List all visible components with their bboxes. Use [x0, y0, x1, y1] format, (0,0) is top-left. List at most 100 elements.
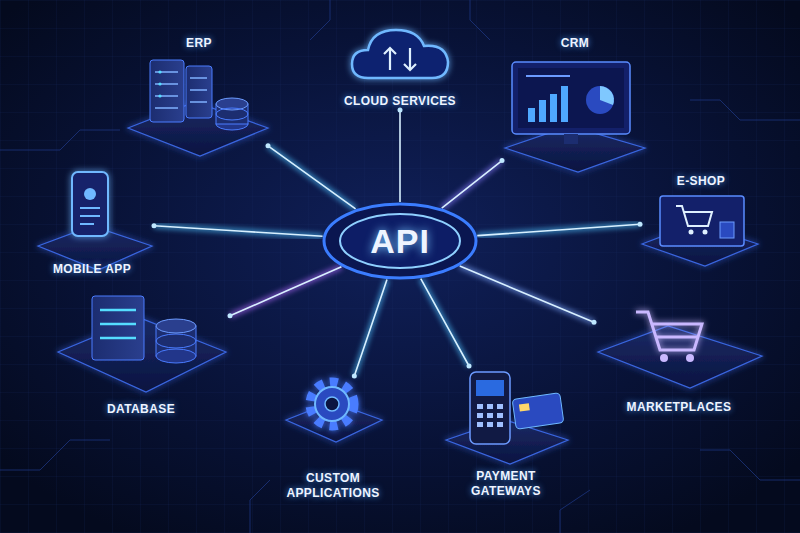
payment-icon — [497, 422, 503, 427]
system-node: DATABASE — [52, 292, 230, 418]
payment-icon — [519, 403, 530, 411]
connector-line — [268, 146, 356, 209]
eshop-icon — [720, 222, 734, 238]
connector-line — [354, 279, 387, 376]
gear-icon — [325, 397, 339, 411]
connector — [442, 158, 505, 208]
eshop-icon — [703, 230, 708, 235]
system-node: CUSTOM APPLICATIONS — [276, 376, 390, 502]
eshop-icon — [660, 196, 744, 246]
hub-inner-ring — [340, 214, 460, 268]
database-icon — [58, 296, 226, 392]
crm-icon — [528, 108, 535, 122]
erp-icon — [158, 70, 161, 97]
connector-glow — [268, 146, 356, 209]
gear-icon — [310, 382, 354, 426]
cloud-icon — [389, 48, 391, 70]
connector-glow — [477, 224, 640, 235]
erp-icon — [128, 60, 268, 156]
erp-icon — [155, 83, 178, 85]
connector-glow — [354, 279, 387, 376]
connector — [421, 279, 472, 369]
cart-icon — [598, 326, 762, 388]
system-node: MARKETPLACES — [594, 300, 764, 416]
circuit-traces — [0, 130, 120, 150]
cloud-icon — [352, 30, 448, 78]
hub-node: API — [322, 202, 478, 280]
system-node: ERP — [130, 34, 268, 158]
connector-glow — [442, 161, 502, 208]
mobile-icon — [80, 208, 100, 224]
system-label: MOBILE APP — [53, 262, 131, 276]
connector-line — [442, 161, 502, 208]
system-node: CRM — [502, 34, 648, 172]
circuit-traces — [470, 0, 490, 40]
connector-glow — [421, 279, 469, 366]
circuit-traces — [0, 440, 110, 470]
system-node: PAYMENT GATEWAYS — [438, 366, 574, 500]
gear-icon — [315, 387, 349, 421]
payment-icon — [477, 413, 483, 418]
connector-dot — [152, 223, 157, 228]
payment-icon — [477, 404, 503, 427]
hub-ring — [324, 204, 476, 278]
crm-icon — [518, 68, 624, 128]
erp-icon — [158, 70, 161, 73]
database-icon — [92, 296, 144, 360]
connector-dot — [228, 313, 233, 318]
database-icon — [100, 310, 136, 338]
crm-icon — [512, 62, 630, 134]
eshop-icon — [642, 196, 758, 266]
database-icon — [100, 323, 136, 326]
cloud-icon — [409, 48, 411, 70]
gear-icon — [286, 382, 382, 442]
circuit-traces — [560, 490, 590, 533]
cloud-icon — [384, 48, 416, 70]
connector-dot — [638, 222, 643, 227]
system-label: CRM — [561, 36, 590, 50]
payment-icon — [497, 413, 503, 418]
system-label: PAYMENT GATEWAYS — [442, 469, 570, 498]
cart-icon — [636, 312, 702, 350]
eshop-icon — [689, 230, 694, 235]
cloud-icon — [384, 48, 396, 54]
crm-icon — [550, 94, 557, 122]
erp-icon — [158, 82, 161, 85]
cart-icon — [660, 354, 668, 362]
system-label: ERP — [186, 36, 212, 50]
mobile-icon — [80, 207, 100, 209]
circuit-traces — [700, 450, 800, 480]
erp-icon — [150, 60, 184, 122]
connector-glow — [230, 267, 341, 316]
erp-icon — [155, 72, 207, 108]
connector-line — [399, 110, 401, 202]
cloud-icon — [352, 30, 448, 78]
payment-icon — [477, 404, 483, 409]
crm-icon — [561, 86, 568, 122]
mobile-icon — [84, 188, 96, 200]
erp-icon — [158, 94, 161, 97]
crm-icon — [505, 62, 645, 172]
connector-line — [154, 226, 323, 236]
connector-dot — [352, 374, 357, 379]
connector — [477, 222, 642, 236]
connector-dot — [592, 320, 597, 325]
connector-glow — [397, 110, 403, 202]
crm-icon — [586, 86, 614, 114]
erp-icon — [155, 71, 178, 73]
circuit-traces — [690, 100, 800, 120]
erp-icon — [155, 95, 178, 97]
circuit-traces — [310, 0, 330, 40]
payment-icon — [477, 422, 483, 427]
erp-icon — [190, 77, 207, 79]
system-node: E-SHOP — [640, 172, 762, 268]
crm-icon — [564, 134, 578, 144]
erp-icon — [190, 101, 207, 103]
payment-icon — [487, 404, 493, 409]
connector — [266, 143, 356, 209]
crm-icon — [526, 75, 570, 77]
eshop-icon — [676, 206, 712, 226]
mobile-icon — [80, 215, 100, 217]
